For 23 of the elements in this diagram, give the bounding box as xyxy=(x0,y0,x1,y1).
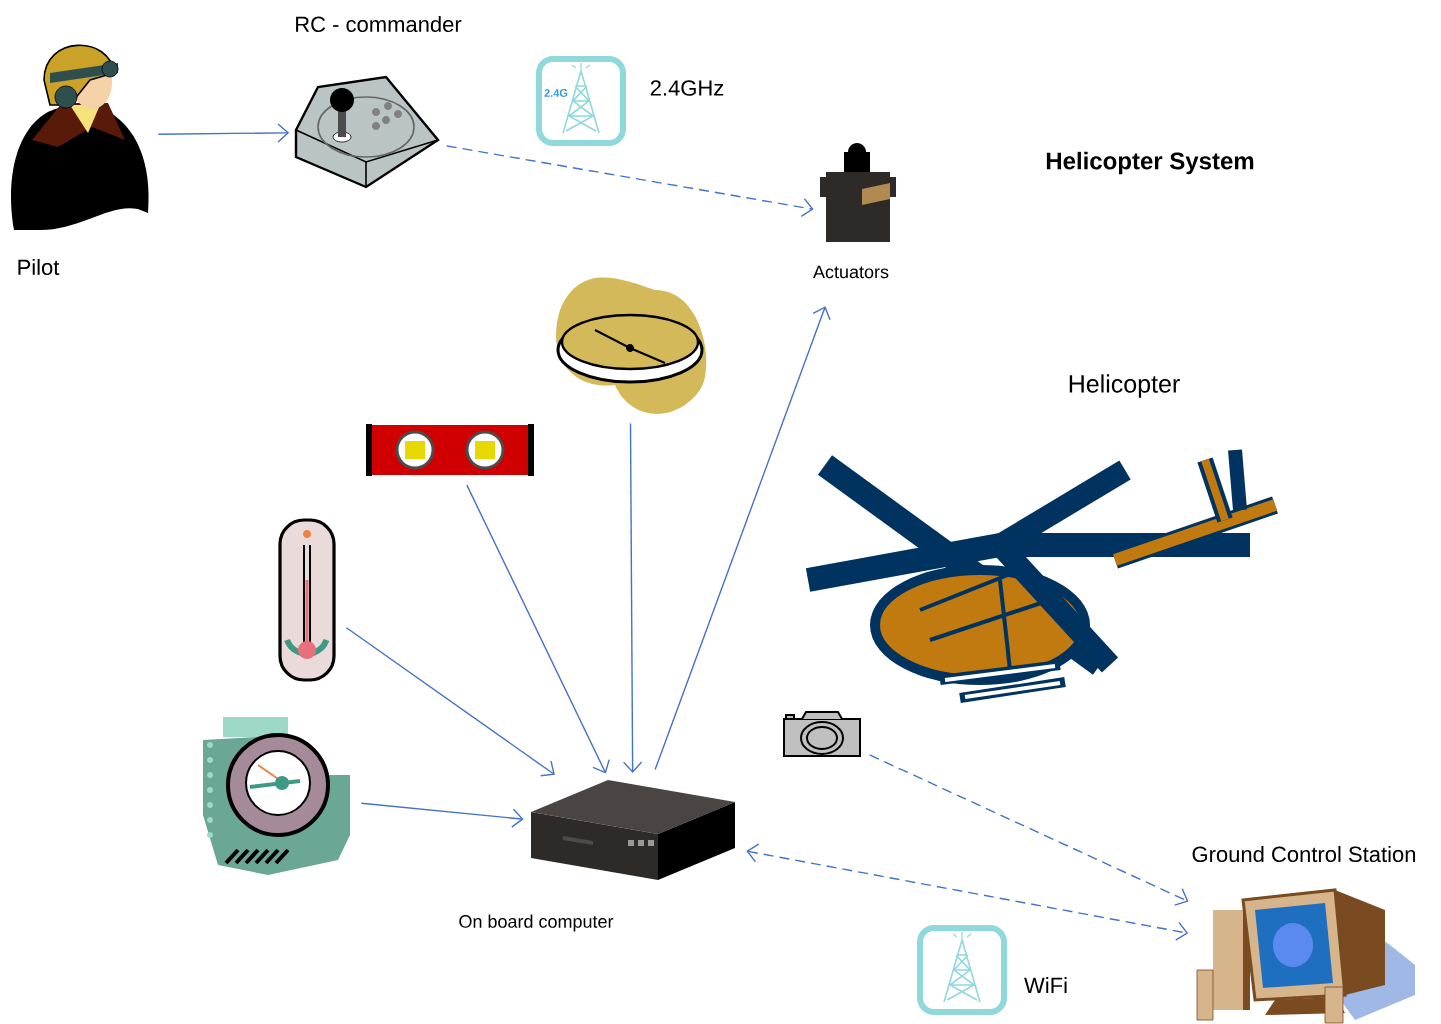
node-label: Actuators xyxy=(813,265,889,279)
node-label: RC - commander xyxy=(296,15,462,33)
camera-drawing xyxy=(783,711,861,757)
arrow xyxy=(345,627,555,777)
arrow xyxy=(446,145,814,218)
node-label: Ground Control Station xyxy=(1192,845,1416,863)
arrow xyxy=(654,306,831,771)
title: Helicopter System xyxy=(1046,151,1254,175)
node-label: Helicopter xyxy=(1069,374,1180,398)
label-text: 2.4GHz xyxy=(650,80,724,96)
node-label: Pilot xyxy=(18,258,60,276)
arrow xyxy=(466,484,610,774)
spirit-level-drawing xyxy=(366,424,534,476)
arrow xyxy=(746,843,1189,941)
compass-drawing xyxy=(556,277,707,414)
arrow xyxy=(622,422,643,774)
arrow xyxy=(157,123,290,143)
arrow xyxy=(360,802,524,828)
node-label: On board computer xyxy=(459,914,614,932)
thermometer-drawing xyxy=(278,518,336,682)
arrow xyxy=(868,754,1189,906)
gauge-drawing xyxy=(203,717,350,875)
label-text: WiFi xyxy=(1024,977,1067,993)
